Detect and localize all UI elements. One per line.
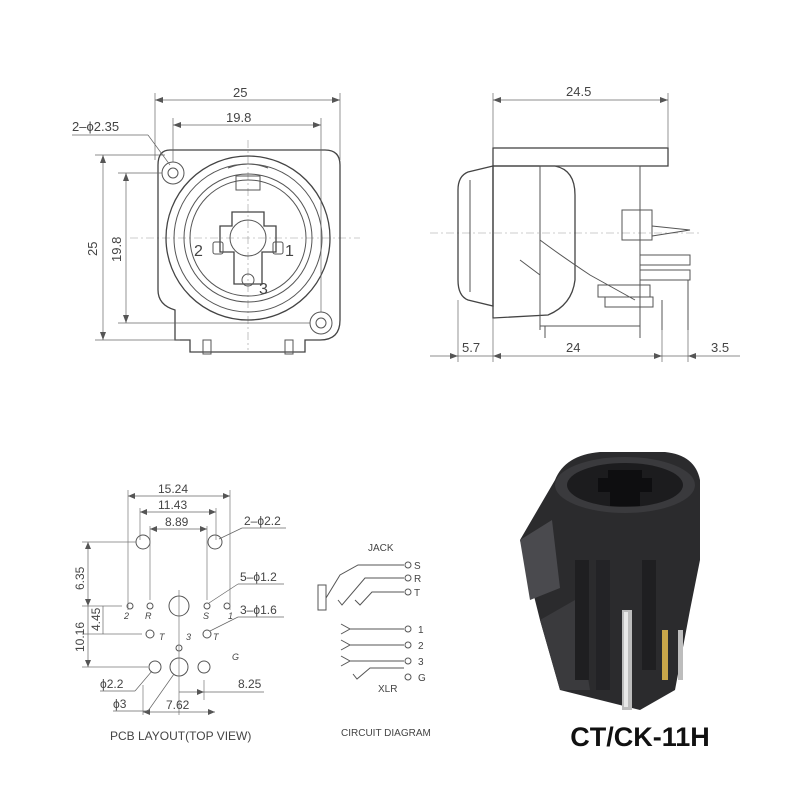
circuit-xlr-2: 2 (418, 641, 424, 652)
pcb-hole-phi22-left (148, 660, 162, 674)
pcb-dim-4-45: 4.45 (89, 607, 103, 631)
pcb-hole-t-right (202, 629, 212, 639)
circuit-jack-r: R (414, 574, 421, 585)
front-mount-hole-left (161, 161, 185, 185)
circuit-xlr-3: 3 (418, 657, 424, 668)
pcb-hole-2 (126, 602, 134, 610)
side-top-plate (492, 147, 669, 167)
pcb-callout-3-phi-1-6: 3–ϕ1.6 (240, 603, 277, 617)
circuit-jack-label: JACK (368, 543, 394, 554)
circuit-terminal-2 (404, 641, 412, 649)
side-nose (457, 165, 494, 307)
circuit-xlr-g: G (418, 673, 426, 684)
pcb-dim-8-89: 8.89 (165, 515, 189, 529)
pcb-hole-1 (223, 602, 231, 610)
pcb-hole-label-t-left: T (159, 632, 166, 642)
pcb-dim-phi-3: ϕ3 (113, 697, 127, 711)
pcb-hole-label-s: S (203, 611, 209, 621)
pcb-hole-label-1: 1 (228, 611, 233, 621)
pcb-dim-6-35: 6.35 (73, 566, 87, 590)
pcb-dim-7-62: 7.62 (166, 698, 190, 712)
circuit-jack-s: S (414, 561, 421, 572)
circuit-jack-t: T (414, 588, 420, 599)
circuit-xlr-1: 1 (418, 625, 424, 636)
pcb-hole-label-g: G (232, 652, 239, 662)
circuit-terminal-t (404, 588, 412, 596)
pcb-hole-t-left (145, 629, 155, 639)
model-name: CT/CK-11H (570, 722, 710, 752)
front-outer-ring (165, 155, 331, 321)
side-dim-body: 24 (566, 340, 580, 355)
pcb-dim-10-16: 10.16 (73, 622, 87, 652)
pcb-hole-label-2: 2 (123, 611, 129, 621)
circuit-terminal-r (404, 574, 412, 582)
front-pin-3-label: 3 (259, 281, 268, 298)
pcb-hole-mount-right (207, 534, 223, 550)
side-dim-depth: 24.5 (566, 84, 591, 99)
pcb-dim-8-25: 8.25 (238, 677, 262, 691)
circuit-diagram: JACK S R T 1 2 3 G XLR CIRCUIT DIAGRAM (317, 543, 431, 739)
front-dim-width-outer: 25 (233, 85, 247, 100)
front-dim-width-inner: 19.8 (226, 110, 251, 125)
circuit-terminal-1 (404, 625, 412, 633)
front-pin-2-label: 2 (194, 243, 203, 260)
pcb-dim-15-24: 15.24 (158, 482, 188, 496)
pcb-callout-5-phi-1-2: 5–ϕ1.2 (240, 570, 277, 584)
side-dim-front: 5.7 (462, 340, 480, 355)
front-pin-1-label: 1 (285, 243, 294, 260)
pcb-callout-2-phi-2-2: 2–ϕ2.2 (244, 514, 281, 528)
pcb-dim-11-43: 11.43 (158, 498, 187, 512)
side-view: 24.5 5.7 24 3.5 (430, 84, 740, 362)
pcb-layout: 6.35 4.45 10.16 15.24 11.43 8.89 8.25 7.… (73, 482, 286, 743)
pcb-hole-s (203, 602, 211, 610)
circuit-terminal-g (404, 673, 412, 681)
front-view: 2 1 3 25 19.8 2–ϕ2.35 25 19.8 (72, 85, 360, 355)
front-jack-slot (219, 211, 277, 285)
front-dim-height-outer: 25 (85, 242, 100, 256)
front-hole-callout: 2–ϕ2.35 (72, 119, 119, 134)
pcb-hole-label-t-right: T (213, 632, 220, 642)
pcb-hole-mount-left (135, 534, 151, 550)
circuit-diagram-caption: CIRCUIT DIAGRAM (341, 728, 431, 739)
side-dim-pin: 3.5 (711, 340, 729, 355)
pcb-hole-r (146, 602, 154, 610)
circuit-terminal-3 (404, 657, 412, 665)
product-photo (520, 452, 700, 710)
pcb-dim-phi-2-2: ϕ2.2 (100, 677, 124, 691)
circuit-terminal-s (404, 561, 412, 569)
pcb-hole-label-3: 3 (186, 632, 191, 642)
pcb-hole-phi22-right (197, 660, 211, 674)
front-view-outline (157, 149, 341, 353)
front-mount-hole-right (309, 311, 333, 335)
circuit-xlr-label: XLR (378, 684, 397, 695)
pcb-layout-caption: PCB LAYOUT(TOP VIEW) (110, 729, 251, 743)
pcb-hole-label-r: R (145, 611, 152, 621)
front-dim-height-inner: 19.8 (109, 237, 124, 262)
